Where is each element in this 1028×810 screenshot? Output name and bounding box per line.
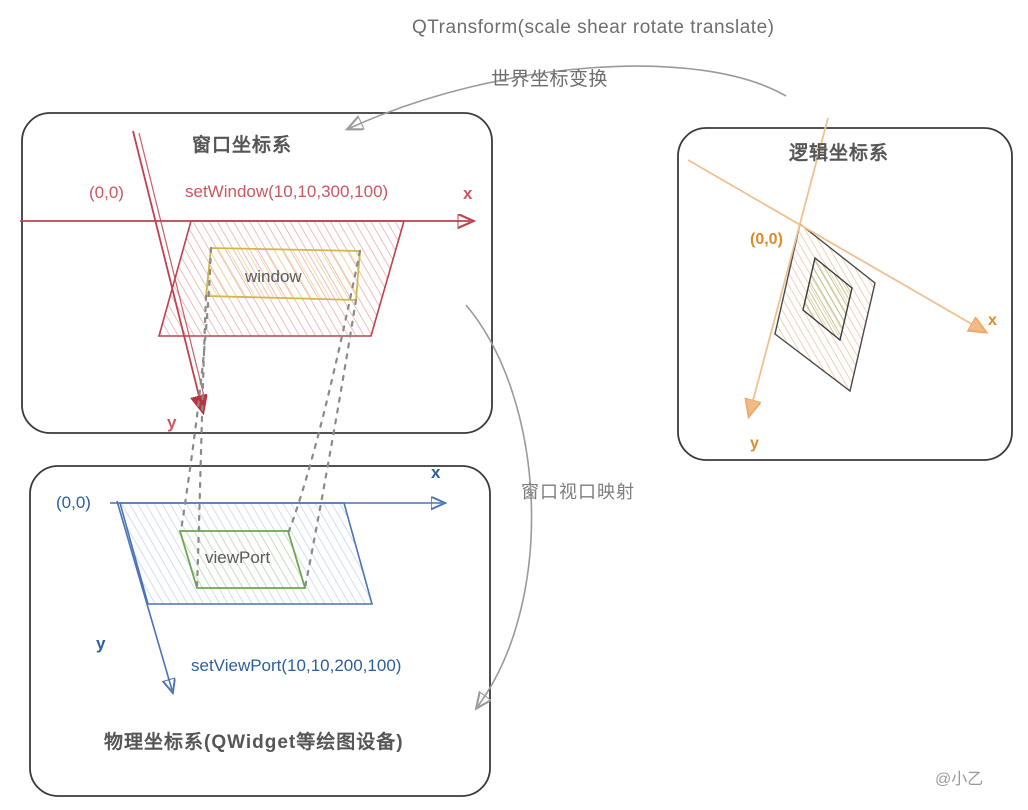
logical-x-axis-label: x [988,312,997,329]
window-api-call-label: setWindow(10,10,300,100) [185,182,389,201]
world-transform-label: 世界坐标变换 [491,69,609,90]
physical-panel-title: 物理坐标系(QWidget等绘图设备) [104,732,404,753]
world-transform-arrow [350,65,787,128]
logical-y-axis [750,117,829,412]
top-caption: QTransform(scale shear rotate translate) [412,17,775,38]
physical-y-axis [116,500,172,690]
physical-origin-label: (0,0) [56,493,91,512]
logical-inner-rect [802,256,853,342]
logical-x-axis [687,159,982,330]
window-x-axis-label: x [463,184,473,203]
viewport-mapping-arrow [465,304,533,706]
watermark: @小乙 [935,771,984,788]
logical-y-axis-label: y [750,435,759,452]
window-y-axis-double [138,132,206,401]
window-panel-title: 窗口坐标系 [192,135,293,156]
window-y-axis-label: y [167,413,177,432]
physical-x-axis-label: x [431,463,441,482]
window-y-axis [132,130,202,408]
logical-origin-label: (0,0) [750,231,783,248]
viewport-inner-rect [178,530,307,589]
window-origin-label: (0,0) [89,183,124,202]
window-viewport-connectors [179,246,362,590]
viewport-mapping-label: 窗口视口映射 [521,482,635,502]
logical-panel-title: 逻辑坐标系 [789,143,890,164]
viewport-inner-rect-label: viewPort [205,548,271,567]
physical-y-axis-label: y [96,634,106,653]
physical-api-call-label: setViewPort(10,10,200,100) [191,656,402,675]
window-inner-rect-label: window [245,267,302,286]
